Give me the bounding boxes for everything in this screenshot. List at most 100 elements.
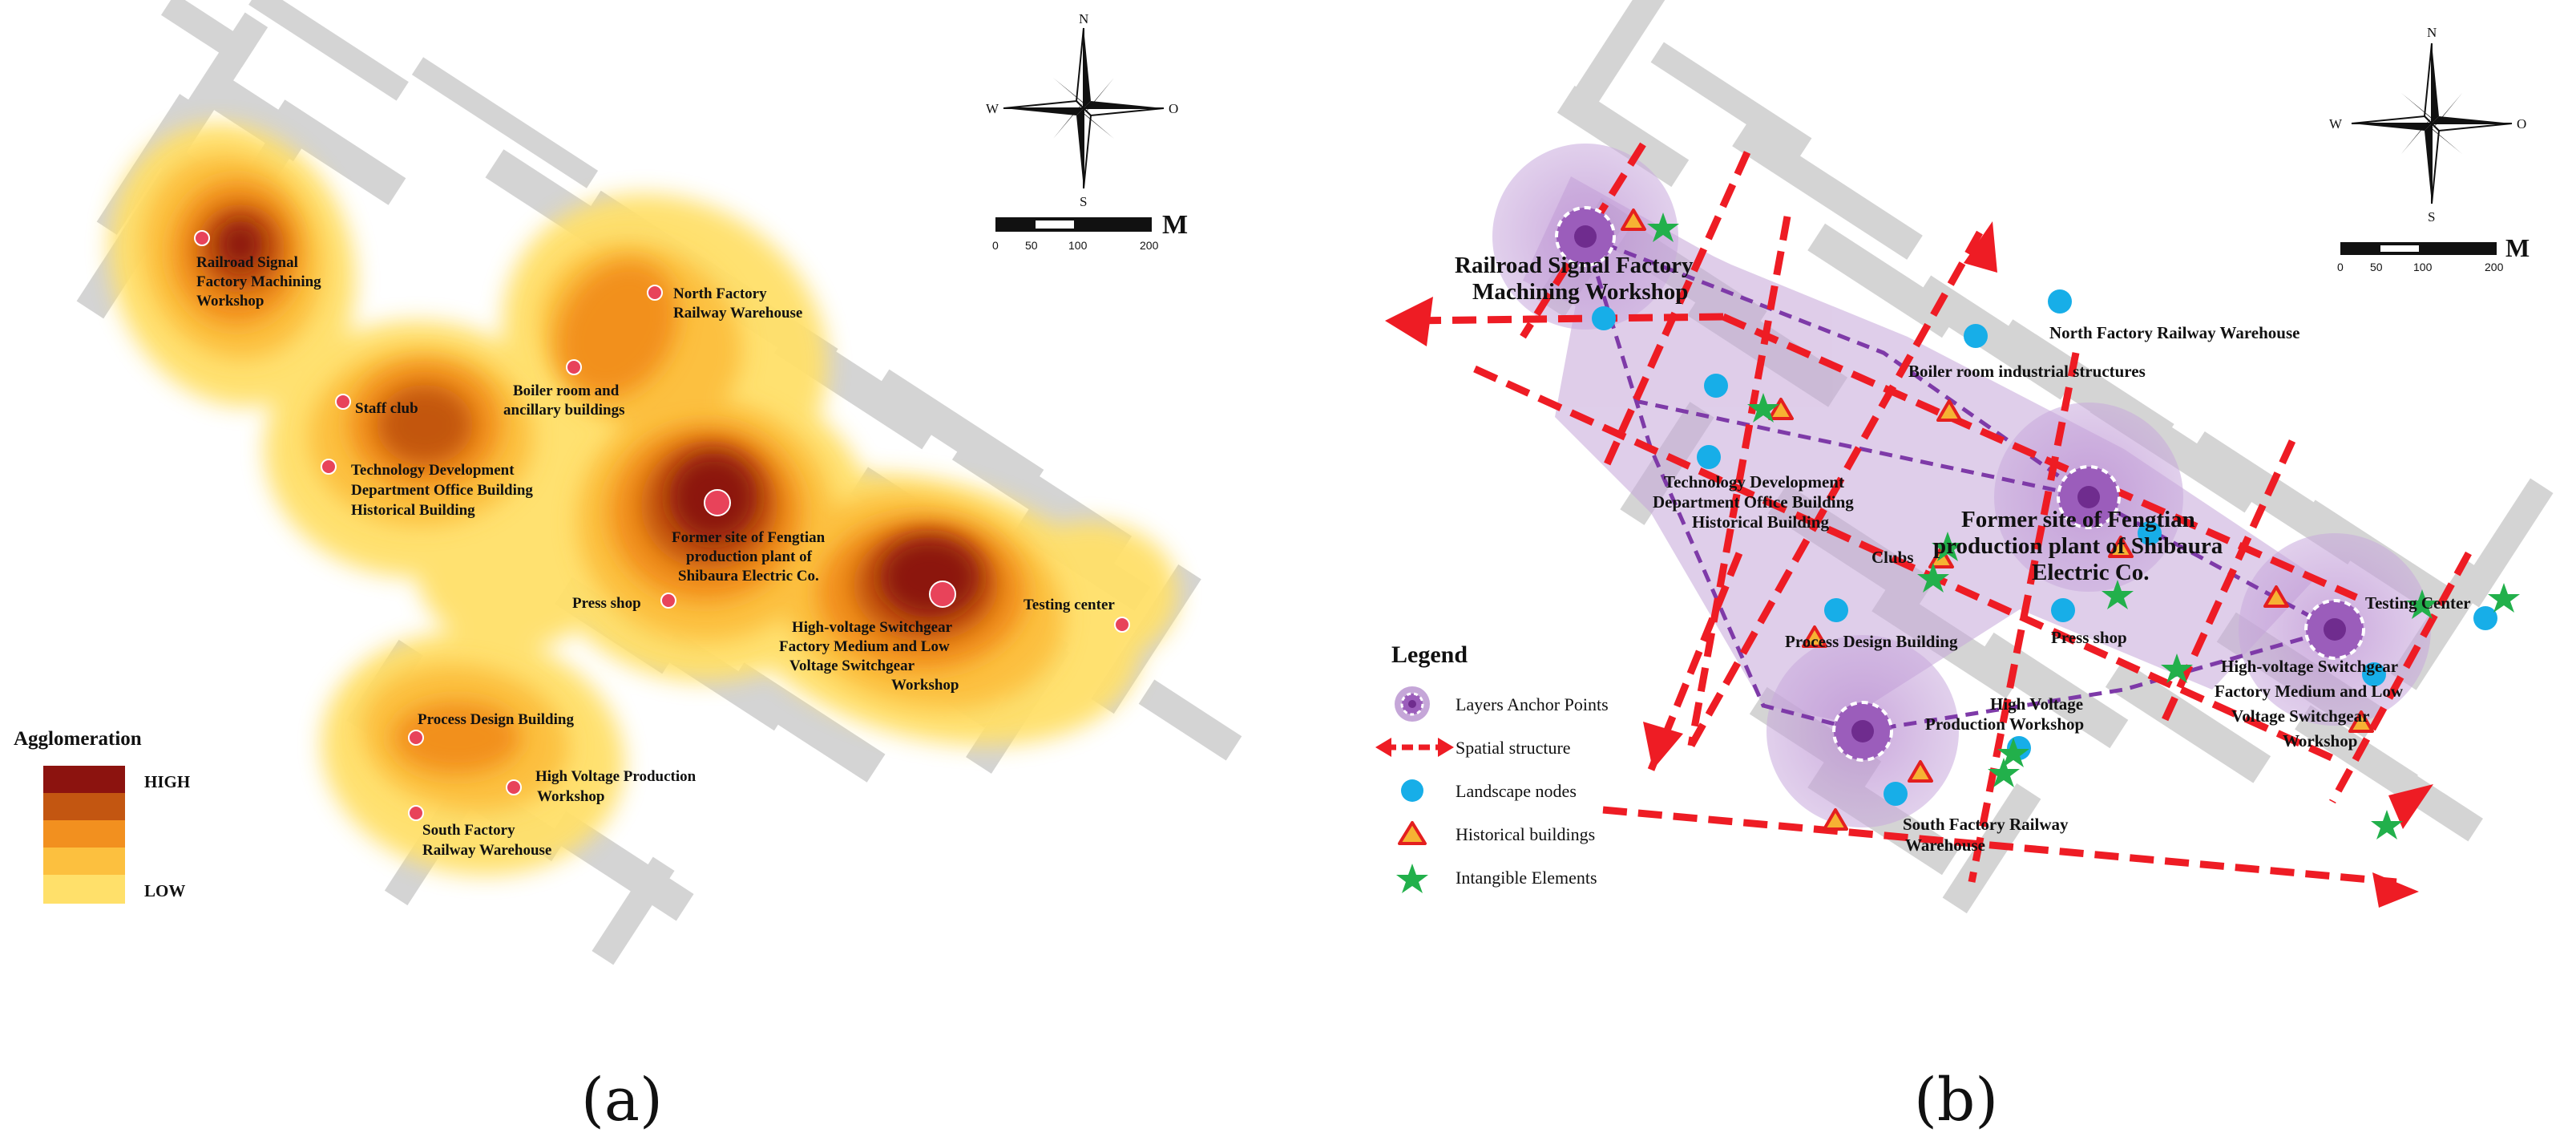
- compass-a-north: N: [1079, 11, 1088, 26]
- panel-a-compass-rose: N S W O: [986, 11, 1178, 209]
- label-north-factory-line-1: North Factory: [673, 285, 767, 302]
- scale-b-tick-3: 200: [2485, 261, 2504, 273]
- legend-item-anchor: Layers Anchor Points: [1395, 686, 1609, 722]
- b-label-clubs: Clubs: [1871, 548, 1914, 567]
- agglomeration-title: Agglomeration: [14, 728, 142, 750]
- label-railroad-line-3: Workshop: [196, 293, 264, 310]
- panel-b-legend: Legend Layers Anchor Points Spatial stru…: [1375, 641, 1609, 893]
- anchor-fengtian: [2057, 465, 2121, 529]
- legend-historical-label: Historical buildings: [1456, 824, 1595, 844]
- label-hv-switchgear-line-3: Voltage Switchgear: [789, 657, 915, 674]
- b-label-process-design: Process Design Building: [1785, 632, 1958, 651]
- panel-a-agglomeration-heatmap: [109, 123, 1178, 876]
- agglomeration-swatch-4: [43, 848, 125, 875]
- panel-a-scale-bar: 0 50 100 200 M: [992, 210, 1188, 252]
- label-hv-production-line-1: High Voltage Production: [535, 768, 696, 785]
- b-label-tech-dev-line-2: Department Office Building: [1653, 492, 1854, 512]
- legend-item-historical: Historical buildings: [1398, 821, 1595, 845]
- legend-item-landscape: Landscape nodes: [1401, 779, 1577, 802]
- anchor-railroad: [1555, 206, 1616, 267]
- panel-b-anchor-points: [1555, 206, 2365, 762]
- label-fengtian-line-1: Former site of Fengtian: [672, 529, 826, 546]
- poi-hv-production: [506, 779, 522, 795]
- agglomeration-low: LOW: [144, 881, 185, 900]
- legend-title: Legend: [1391, 641, 1468, 668]
- panel-b-axis-lines: [1583, 234, 2336, 734]
- agglomeration-high: HIGH: [144, 772, 190, 791]
- panel-b-scale-bar: 0 50 100 200 M: [2337, 233, 2530, 273]
- b-label-hv-switchgear-line-2: Factory Medium and Low: [2215, 682, 2404, 701]
- legend-item-intangible: Intangible Elements: [1396, 864, 1597, 893]
- legend-spatial-label: Spatial structure: [1456, 738, 1571, 758]
- compass-b-west: W: [2329, 116, 2343, 131]
- label-fengtian-line-3: Shibaura Electric Co.: [678, 568, 819, 585]
- poi-press-shop: [660, 593, 676, 609]
- panel-a-caption: (a): [581, 1066, 663, 1135]
- b-label-hv-switchgear-line-3: Voltage Switchgear: [2231, 706, 2369, 726]
- legend-anchor-label: Layers Anchor Points: [1456, 694, 1609, 714]
- b-label-hv-production-line-1: High Voltage: [1990, 694, 2083, 714]
- panel-b-compass-rose: N S W O: [2329, 25, 2526, 225]
- scale-a-tick-2: 100: [1068, 239, 1088, 252]
- b-label-north-factory: North Factory Railway Warehouse: [2049, 323, 2299, 342]
- b-label-south-factory-line-1: South Factory Railway: [1903, 815, 2069, 834]
- scale-a-unit: M: [1162, 210, 1188, 240]
- b-label-railroad-line-2: Machining Workshop: [1472, 279, 1688, 305]
- scale-a-tick-0: 0: [992, 239, 999, 252]
- label-south-factory-line-1: South Factory: [422, 822, 515, 839]
- b-label-tech-dev-line-3: Historical Building: [1692, 512, 1829, 532]
- agglomeration-swatch-3: [43, 820, 125, 848]
- poi-fengtian: [704, 489, 731, 516]
- b-label-hv-production-line-2: Production Workshop: [1925, 714, 2084, 734]
- poi-hv-switchgear: [929, 581, 956, 608]
- b-label-press-shop: Press shop: [2051, 628, 2127, 647]
- label-railroad-line-1: Railroad Signal: [196, 254, 298, 271]
- compass-b-south: S: [2428, 209, 2435, 225]
- b-label-fengtian-line-2: production plant of Shibaura: [1933, 533, 2223, 559]
- poi-boiler: [566, 359, 582, 375]
- label-fengtian-line-2: production plant of: [686, 548, 813, 565]
- label-boiler-line-1: Boiler room and: [513, 382, 620, 399]
- panel-b-intangible-elements: [1647, 212, 2520, 840]
- poi-south-factory: [408, 805, 424, 821]
- legend-landscape-label: Landscape nodes: [1456, 781, 1577, 801]
- label-tech-dev-line-3: Historical Building: [351, 502, 475, 519]
- label-staff-club: Staff club: [355, 400, 418, 417]
- panel-a-agglomeration-legend: Agglomeration HIGH LOW: [14, 728, 190, 904]
- scale-b-tick-2: 100: [2413, 261, 2433, 273]
- b-label-fengtian-line-1: Former site of Fengtian: [1961, 507, 2195, 532]
- label-railroad-line-2: Factory Machining: [196, 273, 321, 290]
- scale-b-tick-0: 0: [2337, 261, 2344, 273]
- b-label-hv-switchgear-line-1: High-voltage Switchgear: [2221, 657, 2398, 676]
- label-south-factory-line-2: Railway Warehouse: [422, 842, 551, 859]
- poi-north-factory: [647, 285, 663, 301]
- label-hv-switchgear-line-1: High-voltage Switchgear: [792, 619, 953, 636]
- legend-item-spatial: Spatial structure: [1375, 738, 1571, 758]
- compass-a-west: W: [986, 101, 999, 116]
- poi-staff-club: [335, 394, 351, 410]
- compass-b-east: O: [2517, 116, 2526, 131]
- panel-a-poi-markers: [194, 230, 1130, 821]
- compass-a-south: S: [1080, 194, 1087, 209]
- label-press-shop: Press shop: [572, 595, 641, 612]
- label-boiler-line-2: ancillary buildings: [503, 402, 625, 419]
- label-hv-production-line-2: Workshop: [537, 788, 604, 805]
- scale-a-tick-3: 200: [1140, 239, 1159, 252]
- scale-b-tick-1: 50: [2370, 261, 2383, 273]
- b-label-fengtian-line-3: Electric Co.: [2032, 560, 2150, 585]
- scale-a-tick-1: 50: [1025, 239, 1038, 252]
